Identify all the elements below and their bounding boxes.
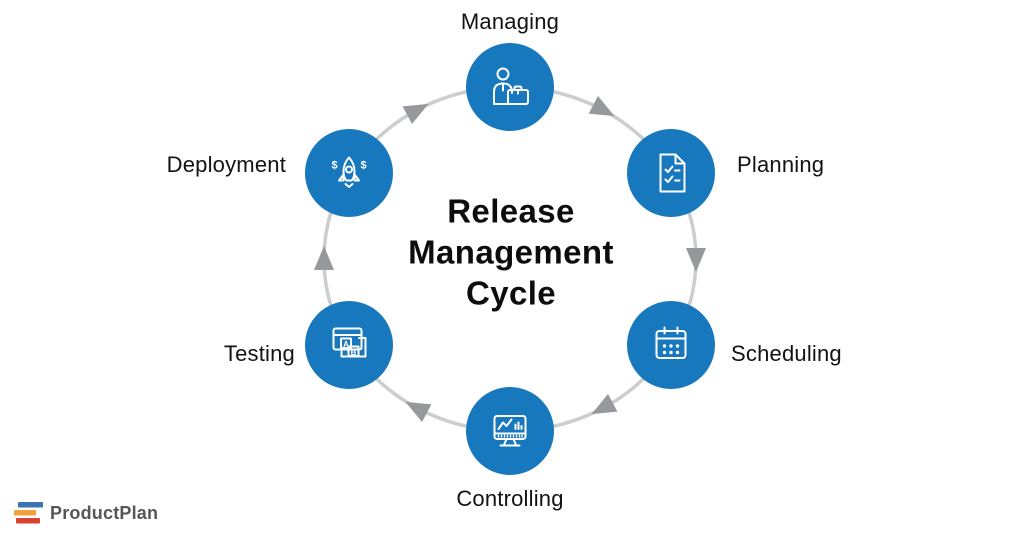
stage-circle — [305, 301, 393, 389]
clockwise-arrowhead-testing-to-deployment — [314, 246, 334, 270]
checklist-document-icon — [659, 153, 686, 193]
logo-bar-orange — [14, 510, 36, 516]
clockwise-arrowhead-deployment-to-managing — [402, 103, 429, 124]
productplan-logo-text: ProductPlan — [50, 502, 159, 523]
label-testing: Testing — [223, 341, 295, 366]
dollar-sign-left: $ — [331, 160, 337, 172]
label-scheduling: Scheduling — [731, 341, 842, 366]
diagram-title: Release Management Cycle — [408, 191, 614, 314]
label-planning: Planning — [737, 152, 825, 177]
letter-a: A — [343, 340, 349, 349]
logo-bar-blue — [18, 502, 43, 508]
clockwise-arrowhead-planning-to-scheduling — [686, 248, 706, 272]
stage-node-managing — [466, 43, 554, 131]
logo-bar-red — [16, 518, 40, 524]
label-managing: Managing — [460, 9, 560, 34]
calendar-icon — [655, 326, 687, 359]
monitor-chart-icon — [493, 415, 527, 447]
stage-node-scheduling — [627, 301, 715, 389]
stage-node-deployment: $ $ — [305, 129, 393, 217]
clockwise-arrowhead-scheduling-to-controlling — [591, 394, 618, 415]
label-controlling: Controlling — [456, 486, 564, 511]
stage-node-controlling — [466, 387, 554, 475]
clockwise-arrowhead-controlling-to-testing — [405, 401, 432, 422]
title-line-3: Cycle — [465, 274, 557, 312]
title-line-2: Management — [408, 233, 614, 271]
stage-circle — [627, 129, 715, 217]
rocket-dollars-icon: $ $ — [331, 156, 367, 188]
stage-node-testing: A B — [305, 301, 393, 389]
manager-briefcase-icon — [493, 67, 529, 105]
productplan-logo-icon — [14, 502, 43, 524]
label-deployment: Deployment — [166, 152, 286, 177]
ab-test-icon: A B — [332, 327, 367, 358]
dollar-sign-right: $ — [360, 160, 366, 172]
productplan-logo: ProductPlan — [14, 501, 158, 525]
stage-circle — [466, 387, 554, 475]
clockwise-arrowhead-managing-to-planning — [588, 96, 615, 117]
stage-node-planning — [627, 129, 715, 217]
letter-b: B — [351, 348, 357, 357]
title-line-1: Release — [447, 192, 575, 230]
